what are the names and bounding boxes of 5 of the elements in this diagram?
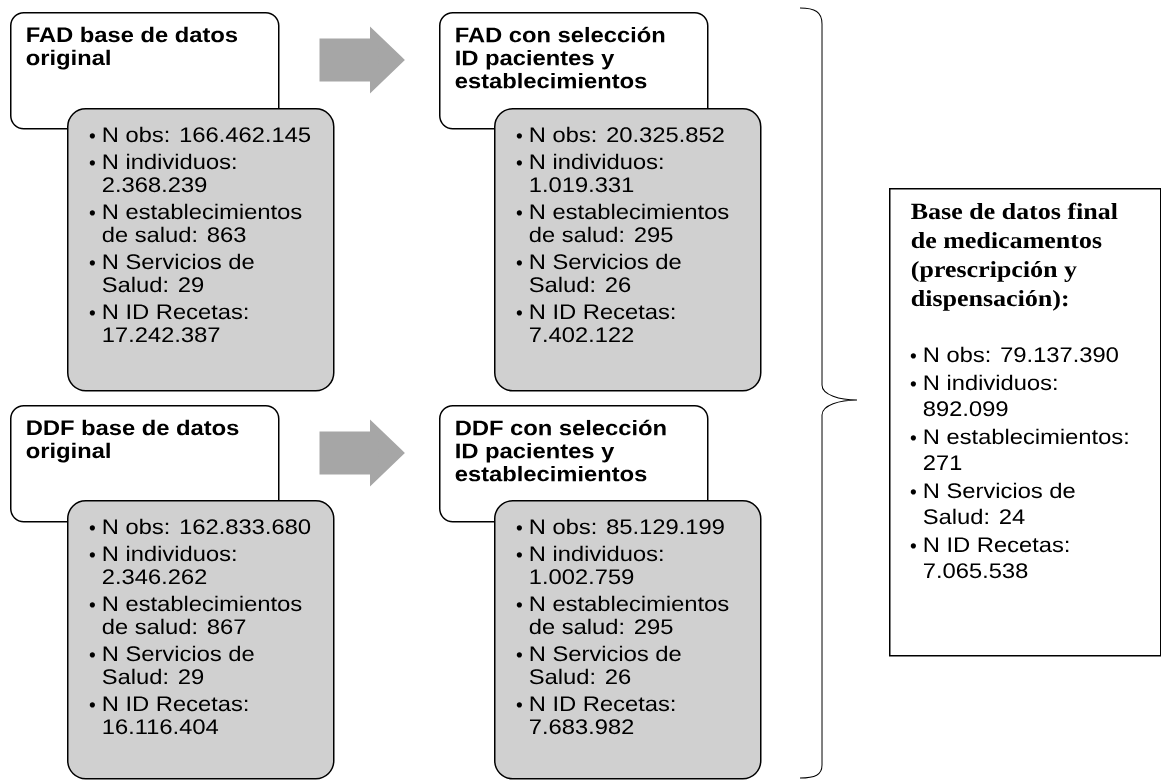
list-box: N obs: 166.462.145 N individuos: 2.368.239 N establecimientos de salud: 863 N Servicios de Salud: 29 N ID Recetas: 17.242.387	[67, 108, 335, 392]
list-box: N obs: 162.833.680 N individuos: 2.346.262 N establecimientos de salud: 867 N Servicios de Salud: 29 N ID Recetas: 16.116.404	[67, 500, 335, 780]
result-box: Base de datos final de medicamentos (prescripción y dispensación): N obs: 79.137.390 N individuos: 892.099 N establecimientos: 271 N Servicios de Salud: 24 N ID Recetas: 7.065.538	[889, 188, 1161, 657]
list-box: N obs: 20.325.852 N individuos: 1.019.331 N establecimientos de salud: 295 N Servicios de Salud: 26 N ID Recetas: 7.402.122	[494, 108, 762, 392]
list-box: N obs: 85.129.199 N individuos: 1.002.759 N establecimientos de salud: 295 N Servicios de Salud: 26 N ID Recetas: 7.683.982	[494, 500, 762, 780]
